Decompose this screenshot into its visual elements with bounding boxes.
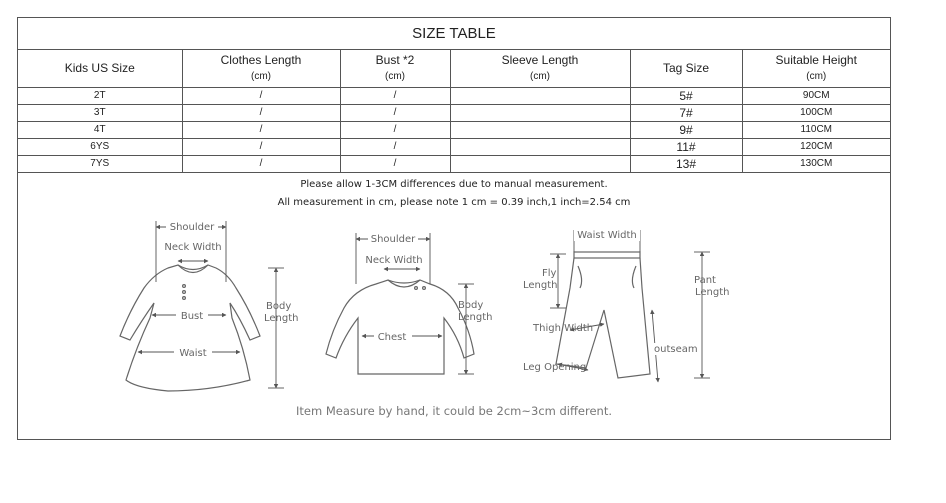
cell-suitable-height: 130CM — [741, 155, 890, 173]
dress-bust-label: Bust — [181, 311, 203, 322]
pants-illustration — [555, 251, 651, 379]
table-row: 6YS / / 11# 120CM — [18, 138, 890, 156]
pants-fly-label: Fly — [542, 268, 557, 279]
col-label: Tag Size — [662, 61, 710, 75]
label-bg — [574, 228, 640, 241]
col-unit: (cm) — [251, 71, 271, 82]
dress-length-label: Length — [264, 313, 299, 324]
table-row: 3T / / 7# 100CM — [18, 104, 890, 122]
pants-labels: Waist Width Fly Length Pant Length Thigh… — [523, 228, 730, 373]
col-label: Clothes Length — [220, 53, 302, 67]
table-row: 4T / / 9# 110CM — [18, 121, 890, 139]
label-bg — [166, 220, 218, 233]
col-header-suitable-height: Suitable Height (cm) — [741, 49, 890, 88]
pants-pant-length-label: Length — [695, 287, 730, 298]
cell-tag-size: 13# — [629, 155, 743, 173]
col-label: Kids US Size — [64, 61, 135, 75]
col-header-sleeve-length: Sleeve Length (cm) — [449, 49, 631, 88]
notes: Please allow 1-3CM differences due to ma… — [18, 176, 890, 212]
pants-fly-length-label: Length — [523, 280, 558, 291]
measure-footer-note: Item Measure by hand, it could be 2cm~3c… — [295, 404, 613, 418]
size-table: Kids US Size Clothes Length (cm) Bust *2 (… — [18, 49, 890, 173]
shirt-labels: Shoulder Neck Width Chest Body Length — [365, 232, 493, 343]
dress-neck-width-label: Neck Width — [164, 242, 221, 253]
size-table-header-row: Kids US Size Clothes Length (cm) Bust *2 (… — [18, 49, 890, 88]
col-header-clothes-length: Clothes Length (cm) — [181, 49, 341, 88]
pants-pant-label: Pant — [694, 275, 716, 286]
table-row: 7YS / / 13# 130CM — [18, 155, 890, 173]
dress-labels: Shoulder Neck Width Bust Waist Body Leng… — [164, 220, 299, 359]
dress-body-label: Body — [266, 301, 291, 312]
shirt-illustration — [325, 279, 475, 375]
pants-leg-opening-label: Leg Opening — [523, 362, 586, 373]
dress-shoulder-label: Shoulder — [170, 222, 215, 233]
shirt-neck-width-label: Neck Width — [365, 255, 422, 266]
pants-waist-width-label: Waist Width — [577, 230, 637, 241]
measurement-diagram: Shoulder Neck Width Bust Waist Body Leng… — [119, 220, 730, 392]
col-unit: (cm) — [530, 71, 550, 82]
shirt-chest-label: Chest — [378, 332, 407, 343]
col-header-kids-us-size: Kids US Size — [18, 49, 183, 88]
pants-outseam-label: outseam — [654, 344, 698, 355]
col-header-tag-size: Tag Size — [629, 49, 743, 88]
size-chart-frame: SIZE TABLE Kids US Size Clothes Length(c… — [17, 17, 891, 440]
note-tolerance: Please allow 1-3CM differences due to ma… — [300, 179, 608, 190]
shirt-shoulder-label: Shoulder — [371, 234, 416, 245]
col-label: Suitable Height — [775, 53, 857, 67]
label-bg — [176, 309, 208, 321]
col-unit: (cm) — [806, 71, 827, 82]
pants-thigh-width-label: Thigh Width — [532, 323, 593, 334]
shirt-length-label: Length — [458, 312, 493, 323]
shirt-body-label: Body — [458, 300, 483, 311]
dress-waist-label: Waist — [179, 348, 206, 359]
note-conversion: All measurement in cm, please note 1 cm … — [277, 197, 631, 208]
col-label: Sleeve Length — [501, 53, 579, 67]
label-bg — [174, 346, 212, 358]
shirt-measure-lines — [355, 233, 474, 375]
dress-illustration — [119, 264, 261, 392]
label-bg — [374, 330, 412, 342]
col-unit: (cm) — [385, 71, 405, 82]
label-bg — [652, 343, 700, 355]
label-bg — [368, 232, 418, 245]
col-label: Bust *2 — [375, 53, 415, 67]
table-row: 2T / / 5# 90CM — [18, 87, 890, 105]
